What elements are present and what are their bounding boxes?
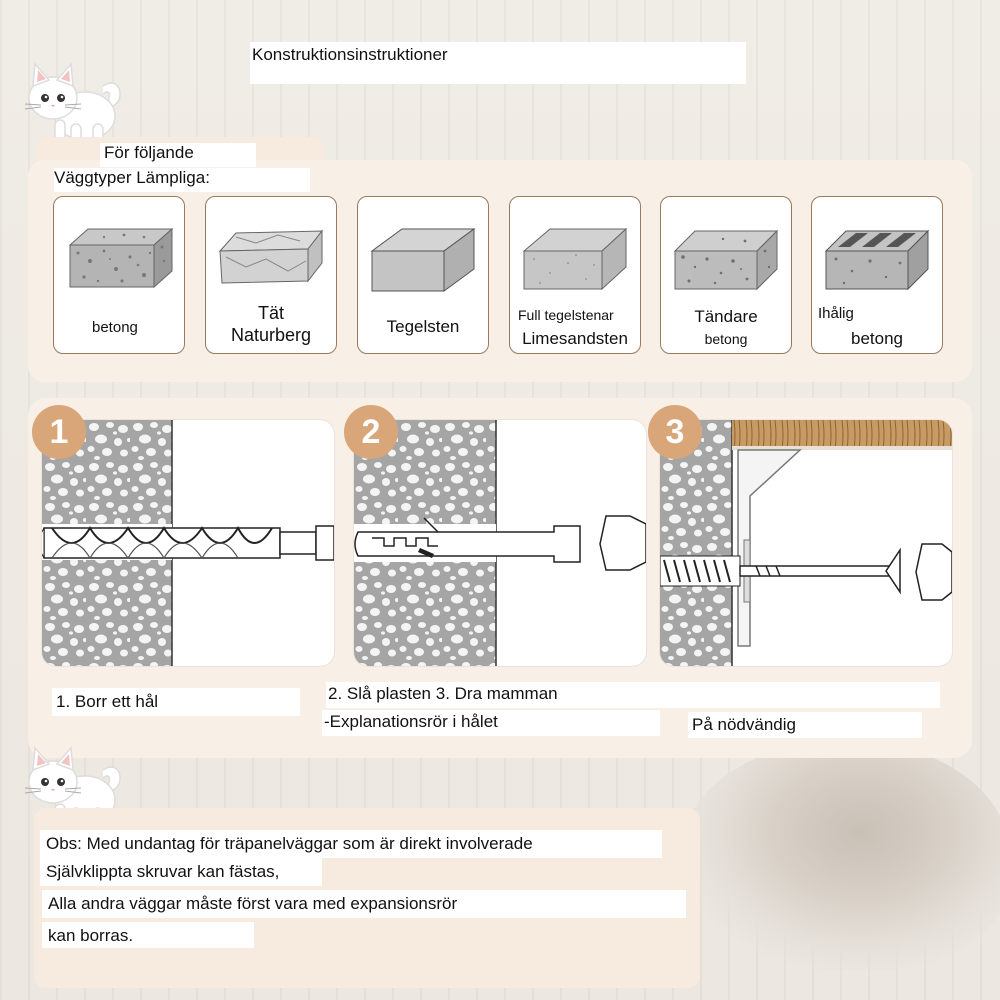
shelf-bracket-icon xyxy=(737,449,802,647)
brick-icon xyxy=(522,227,628,291)
cat-bed-photo xyxy=(680,740,1000,970)
note-line-3: Alla andra väggar måste först vara med e… xyxy=(42,890,686,918)
wall-type-label: Tegelsten xyxy=(386,317,460,336)
wall-type-card-sand-lime: Full tegelstenar Limesandsten xyxy=(509,196,641,354)
brick-icon xyxy=(824,229,930,291)
step-number-3: 3 xyxy=(648,405,702,459)
wall-type-label-line2: Limesandsten xyxy=(522,329,628,348)
wall-type-label-line2: Naturberg xyxy=(230,325,312,345)
note-line-2: Självklippta skruvar kan fästas, xyxy=(40,858,322,886)
step-2-caption-line2: -Explanationsrör i hålet xyxy=(322,710,660,736)
wall-type-label: betong xyxy=(92,319,138,336)
wall-type-label-line1: Ihålig xyxy=(818,305,854,322)
wall-plug-icon xyxy=(354,517,581,563)
step-number-2: 2 xyxy=(344,405,398,459)
note-line-1: Obs: Med undantag för träpanelväggar som… xyxy=(40,830,662,858)
suitable-heading-line1: För följande xyxy=(100,143,256,167)
step-1-caption: 1. Borr ett hål xyxy=(52,688,300,716)
wall-type-label-line1: Full tegelstenar xyxy=(518,307,614,323)
wall-type-card-natural-stone: Tät Naturberg xyxy=(205,196,337,354)
step-3-caption: På nödvändig xyxy=(688,712,922,738)
page-title: Konstruktionsinstruktioner xyxy=(250,42,746,84)
cat-icon xyxy=(24,62,121,145)
brick-icon xyxy=(68,227,174,289)
wall-type-label-line1: Tändare xyxy=(694,307,758,326)
brick-icon xyxy=(218,229,324,284)
step-3-illustration xyxy=(660,420,952,666)
screwdriver-icon xyxy=(915,543,952,601)
step-1-illustration xyxy=(42,420,334,666)
wall-type-label-line2: betong xyxy=(704,331,748,347)
brick-icon xyxy=(673,229,779,291)
wall-type-card-hollow-concrete: Ihålig betong xyxy=(811,196,943,354)
wall-type-card-concrete: betong xyxy=(53,196,185,354)
step-2-illustration xyxy=(354,420,646,666)
wall-type-label-line2: betong xyxy=(851,329,903,348)
suitable-heading-line2: Väggtyper Lämpliga: xyxy=(54,168,310,192)
wall-type-label-line1: Tät xyxy=(257,303,284,323)
screw-icon xyxy=(660,547,901,595)
step-2-caption: 2. Slå plasten 3. Dra mamman xyxy=(326,682,940,708)
brick-icon xyxy=(370,228,476,292)
note-line-4: kan borras. xyxy=(42,922,254,948)
wall-type-card-lightweight-concrete: Tändare betong xyxy=(660,196,792,354)
step-number-1: 1 xyxy=(32,405,86,459)
drill-bit-icon xyxy=(42,525,334,561)
hammer-icon xyxy=(599,515,646,571)
wall-type-card-brick: Tegelsten xyxy=(357,196,489,354)
